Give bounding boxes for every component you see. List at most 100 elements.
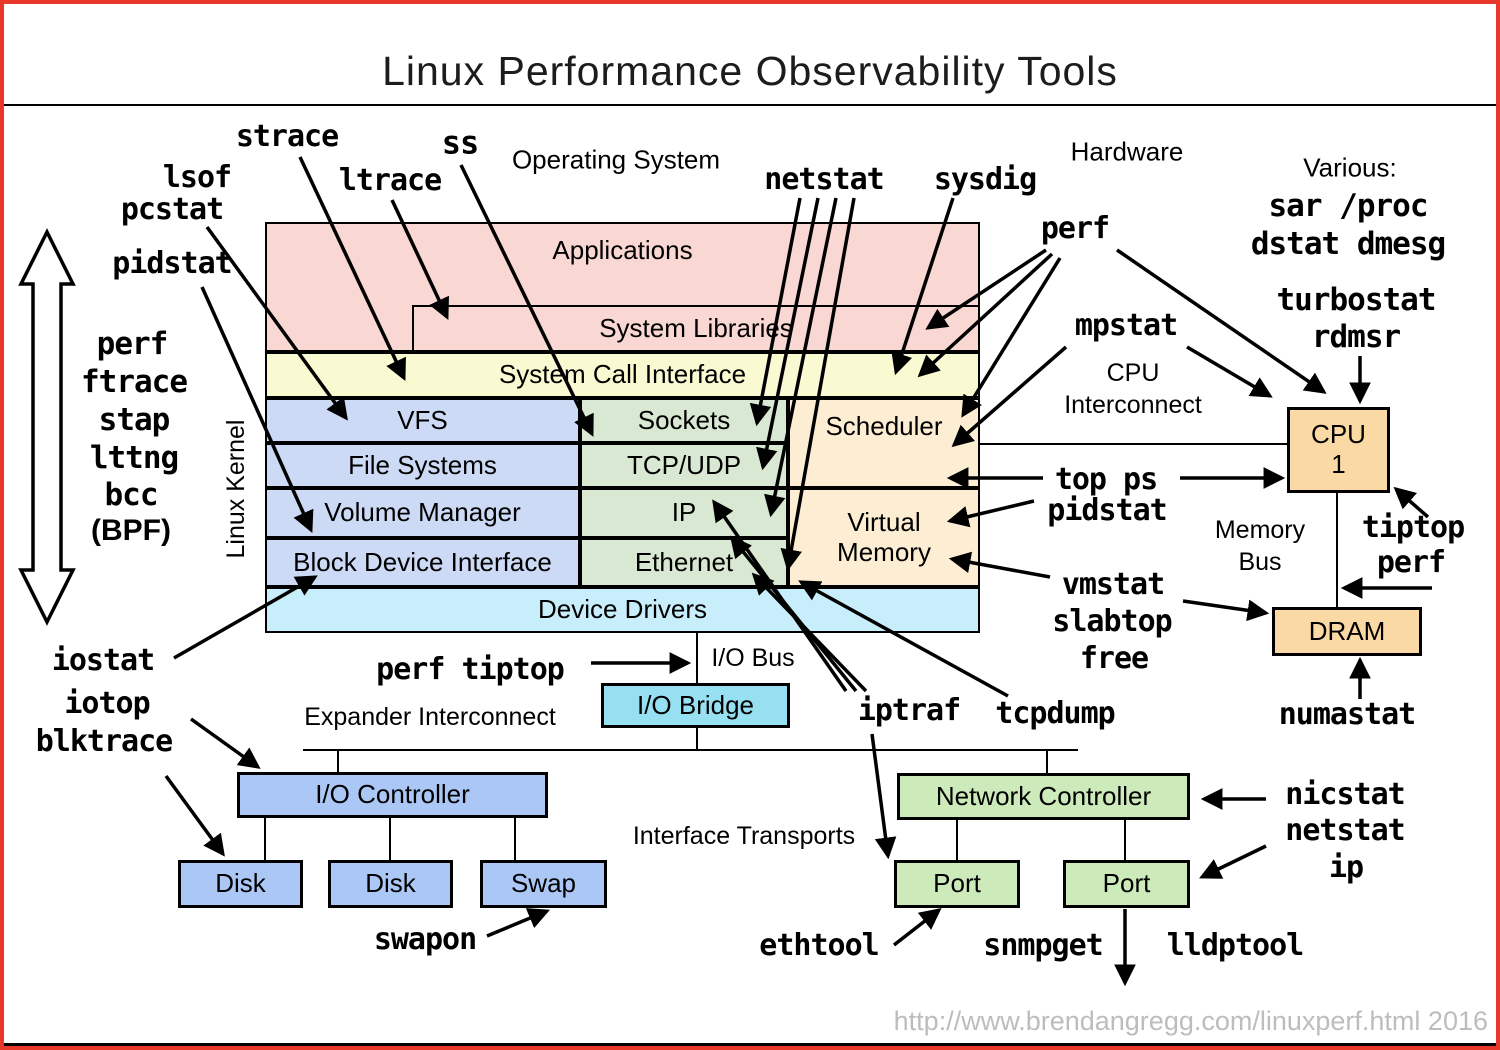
swap-label: Swap — [510, 868, 577, 899]
arrow-slabtop-to-dram — [1182, 599, 1270, 622]
arrow-ethtool-to-port1 — [892, 908, 942, 947]
label-sysdig: sysdig — [933, 161, 1037, 197]
port-2-label: Port — [1102, 868, 1151, 899]
label-swapon: swapon — [373, 921, 477, 957]
box-volume-manager: Volume Manager — [265, 488, 580, 538]
arrow-perf-to-cpu — [1116, 248, 1327, 394]
disk-2-label: Disk — [365, 868, 416, 899]
label-iotop: iotop — [64, 685, 150, 721]
label-numastat: numastat — [1278, 696, 1416, 732]
label-perf-tiptop: perf tiptop — [376, 651, 565, 687]
box-cpu-1: CPU 1 — [1287, 407, 1390, 493]
box-disk-1: Disk — [178, 860, 303, 908]
arrow-pidstat-to-virtualmem — [946, 499, 1035, 528]
label-io-bus: I/O Bus — [711, 644, 795, 672]
box-io-bridge: I/O Bridge — [601, 683, 790, 728]
label-operating-system: Operating System — [511, 144, 721, 175]
arrow-ltrace-to-syslibs — [390, 199, 449, 320]
arrow-perf-to-scheduler — [961, 257, 1062, 418]
label-turbostat: turbostat — [1276, 282, 1437, 319]
label-iptraf: iptraf — [857, 692, 961, 728]
label-sar-proc: sar /proc — [1268, 188, 1429, 225]
arrow-lsof-pcstat-to-vfs — [205, 225, 348, 421]
arrow-vmstat-to-virtualmem — [948, 551, 1051, 579]
ethernet-label: Ethernet — [634, 546, 734, 577]
label-perf-right-mid: perf — [1376, 544, 1446, 580]
arrow-netstat-to-ip — [764, 197, 838, 518]
arrow-iptraf-to-ethernet — [751, 572, 868, 693]
label-tcpdump: tcpdump — [995, 695, 1115, 731]
label-mpstat: mpstat — [1074, 307, 1178, 343]
system-call-interface-label: System Call Interface — [498, 359, 747, 390]
footer-url: http://www.brendangregg.com/linuxperf.ht… — [893, 1006, 1488, 1036]
label-ip-tool: ip — [1328, 849, 1364, 885]
label-cpu-interconnect: CPU Interconnect — [1064, 359, 1202, 419]
box-system-libraries: System Libraries — [412, 305, 980, 352]
label-perf-left: perf — [96, 326, 169, 363]
applications-label: Applications — [552, 235, 693, 265]
label-interface-transports: Interface Transports — [632, 822, 856, 850]
dram-label: DRAM — [1308, 615, 1386, 646]
arrow-perf-to-syscall — [917, 252, 1054, 378]
label-nicstat: nicstat — [1285, 776, 1405, 812]
label-various: Various: — [1303, 152, 1397, 183]
box-scheduler: Scheduler — [788, 398, 980, 488]
arrow-iotop-to-iocontroller — [189, 717, 261, 769]
file-systems-label: File Systems — [348, 449, 497, 480]
label-bpf: (BPF) — [91, 513, 171, 547]
disk-1-label: Disk — [215, 868, 266, 899]
box-swap: Swap — [480, 860, 607, 908]
label-netstat-right: netstat — [1285, 812, 1405, 848]
arrow-ss-to-sockets — [459, 164, 594, 437]
box-device-drivers: Device Drivers — [265, 587, 980, 633]
box-file-systems: File Systems — [265, 443, 580, 488]
label-ss: ss — [441, 123, 480, 162]
label-pcstat: pcstat — [120, 191, 224, 227]
arrow-strace-to-syscall — [298, 156, 406, 381]
label-blktrace: blktrace — [35, 723, 173, 759]
tcp-udp-label: TCP/UDP — [626, 449, 742, 480]
label-ftrace: ftrace — [81, 364, 188, 401]
network-controller-label: Network Controller — [935, 780, 1152, 811]
io-bridge-label: I/O Bridge — [636, 689, 755, 720]
label-linux-kernel: Linux Kernel — [222, 419, 250, 559]
arrow-netstat-to-port2 — [1199, 844, 1267, 879]
label-strace: strace — [235, 118, 339, 154]
bottom-rule — [0, 1043, 1500, 1046]
arrow-iptraf-to-port1 — [870, 733, 897, 860]
volume-manager-label: Volume Manager — [324, 497, 521, 528]
arrow-pidstat-to-blockdev — [200, 286, 314, 533]
port-1-label: Port — [933, 868, 981, 899]
box-vfs: VFS — [265, 398, 580, 443]
arrow-mpstat-to-scheduler — [951, 345, 1068, 448]
label-rdmsr: rdmsr — [1311, 319, 1401, 356]
label-vmstat: vmstat — [1061, 566, 1165, 602]
arrow-sysdig-to-syscall — [891, 197, 955, 376]
vfs-label: VFS — [397, 404, 448, 435]
arrow-perf-to-syslibs — [925, 248, 1047, 330]
sockets-label: Sockets — [637, 404, 731, 435]
kernel-userspace-double-arrow — [18, 228, 76, 626]
ip-label: IP — [671, 497, 697, 528]
box-disk-2: Disk — [328, 860, 453, 908]
arrow-tcpdump-to-ethernet — [798, 580, 1009, 698]
label-lldptool: lldptool — [1166, 927, 1304, 963]
label-lttng: lttng — [89, 440, 179, 477]
box-ip: IP — [580, 488, 788, 538]
label-stap: stap — [98, 402, 171, 439]
label-pidstat-left: pidstat — [112, 245, 232, 281]
scheduler-label: Scheduler — [825, 411, 943, 441]
title-separator-rule — [0, 104, 1500, 106]
label-snmpget: snmpget — [983, 927, 1103, 963]
label-memory-bus: Memory Bus — [1214, 516, 1306, 576]
label-perf-right-top: perf — [1040, 210, 1110, 246]
label-lsof: lsof — [162, 159, 232, 195]
arrow-swapon-to-swap — [486, 908, 551, 938]
label-hardware: Hardware — [1070, 136, 1184, 167]
label-ltrace: ltrace — [338, 162, 442, 198]
block-device-interface-label: Block Device Interface — [293, 546, 552, 577]
box-io-controller: I/O Controller — [237, 772, 548, 818]
label-free: free — [1079, 640, 1149, 676]
virtual-memory-label: Virtual Memory — [837, 506, 931, 567]
